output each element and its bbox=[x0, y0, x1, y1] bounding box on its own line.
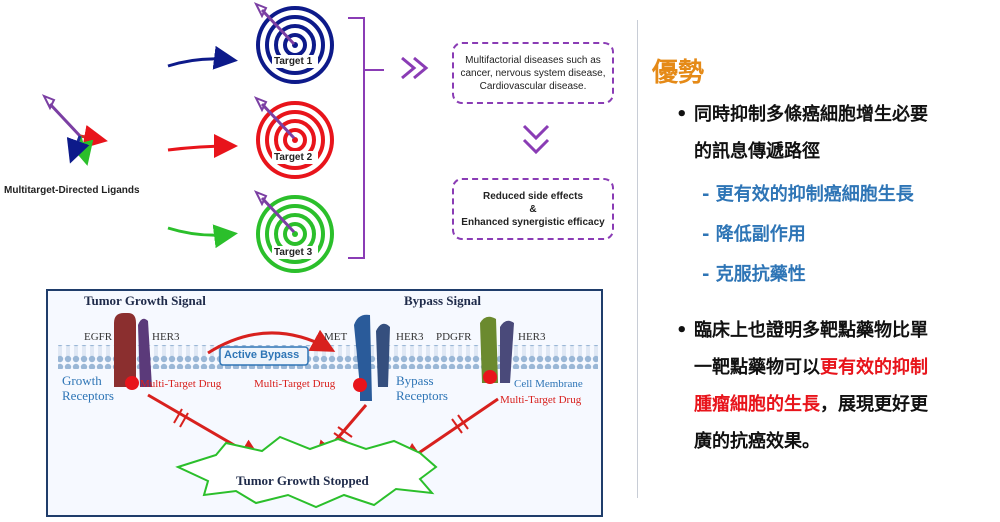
bullet-2-dot: • bbox=[676, 320, 688, 341]
diseases-line-3: Cardiovascular disease. bbox=[479, 80, 587, 92]
bullet-2-line-4: 廣的抗癌效果。 bbox=[694, 431, 820, 452]
subitem-3: - 克服抗藥性 bbox=[702, 264, 806, 285]
pdgfr-label: PDGFR bbox=[436, 331, 472, 343]
tumor-signal-label: Tumor Growth Signal bbox=[84, 293, 206, 308]
diseases-box: Multifactorial diseases such as cancer, … bbox=[452, 42, 614, 104]
pathway-panel: Tumor Growth Signal Bypass Signal EGFR H… bbox=[46, 289, 603, 517]
her3-label-a: HER3 bbox=[152, 331, 180, 343]
benefits-line-1: Reduced side effects bbox=[482, 190, 584, 202]
bypass-receptors-line-2: Receptors bbox=[396, 388, 448, 403]
double-chevron-right-icon bbox=[401, 56, 429, 80]
bullet-1-line-1: 同時抑制多條癌細胞增生必要 bbox=[694, 104, 928, 125]
ligand-target-diagram bbox=[41, 2, 550, 273]
targets-bracket bbox=[348, 17, 384, 259]
vertical-divider bbox=[637, 20, 638, 498]
target-2-label: Target 2 bbox=[274, 152, 313, 163]
bullet-2-line-2-a: 一靶點藥物可以 bbox=[694, 357, 820, 378]
bullet-2-line-1: 臨床上也證明多靶點藥物比單 bbox=[694, 320, 928, 341]
advantages-title: 優勢 bbox=[652, 58, 705, 88]
subitem-2: - 降低副作用 bbox=[702, 224, 806, 245]
active-bypass-box bbox=[219, 346, 309, 366]
benefits-box: Reduced side effects & Enhanced synergis… bbox=[452, 178, 614, 240]
her3-label-c: HER3 bbox=[518, 331, 546, 343]
target-2-bullseye bbox=[253, 96, 334, 179]
active-bypass-label: Active Bypass bbox=[224, 349, 300, 361]
benefits-line-3: Enhanced synergistic efficacy bbox=[461, 216, 605, 228]
met-receptor bbox=[354, 314, 390, 401]
bullet-2-line-3-b: ，展現更好更 bbox=[820, 394, 928, 415]
ligand-label: Multitarget-Directed Ligands bbox=[4, 185, 140, 196]
target-3-bullseye bbox=[253, 190, 334, 273]
bullet-2-line-2: 一靶點藥物可以更有效的抑制 bbox=[694, 349, 928, 386]
diseases-line-1: Multifactorial diseases such as bbox=[465, 54, 601, 66]
bypass-receptors-line-1: Bypass bbox=[396, 373, 434, 388]
drug-dot-3 bbox=[483, 370, 497, 384]
bullet-1-line-2: 的訊息傳遞路徑 bbox=[694, 141, 820, 162]
growth-receptors-line-1: Growth bbox=[62, 373, 102, 388]
pathway-graphic bbox=[58, 313, 598, 509]
bypass-receptors-label: Bypass Receptors bbox=[396, 373, 448, 403]
drug-dot-1 bbox=[125, 376, 139, 390]
arrow-to-target-1 bbox=[167, 45, 238, 70]
benefits-line-2: & bbox=[529, 203, 537, 215]
bullet-1-dot: • bbox=[676, 104, 688, 125]
tumor-stopped-label: Tumor Growth Stopped bbox=[236, 473, 369, 488]
egfr-receptor bbox=[114, 313, 152, 387]
growth-receptors-line-2: Receptors bbox=[62, 388, 114, 403]
cell-membrane-label: Cell Membrane bbox=[514, 378, 583, 390]
target-1-label: Target 1 bbox=[274, 56, 313, 67]
drug-label-a: Multi-Target Drug bbox=[140, 378, 222, 390]
her3-label-b: HER3 bbox=[396, 331, 424, 343]
double-chevron-down-icon bbox=[522, 124, 550, 155]
pdgfr-receptor bbox=[480, 316, 514, 383]
target-3-label: Target 3 bbox=[274, 247, 313, 258]
subitem-1: - 更有效的抑制癌細胞生長 bbox=[702, 184, 914, 205]
bypass-signal-label: Bypass Signal bbox=[404, 293, 481, 308]
bullet-2-line-3-a: 腫瘤細胞的生長 bbox=[694, 394, 820, 415]
tumor-stopped-starburst bbox=[175, 435, 438, 509]
met-label: MET bbox=[324, 331, 348, 343]
arrow-to-target-2 bbox=[167, 134, 238, 159]
egfr-label: EGFR bbox=[84, 331, 113, 343]
active-bypass-arrow bbox=[207, 329, 336, 355]
growth-receptors-label: Growth Receptors bbox=[62, 373, 114, 403]
drug-label-b: Multi-Target Drug bbox=[254, 378, 336, 390]
bullet-2-line-3: 腫瘤細胞的生長，展現更好更 bbox=[694, 386, 928, 423]
arrow-to-target-3 bbox=[167, 224, 238, 249]
ligand-icon bbox=[41, 94, 108, 166]
drug-label-c: Multi-Target Drug bbox=[500, 394, 582, 406]
diseases-line-2: cancer, nervous system disease, bbox=[460, 67, 606, 79]
bullet-2-line-2-b: 更有效的抑制 bbox=[820, 357, 928, 378]
target-1-bullseye bbox=[253, 2, 334, 84]
drug-dot-2 bbox=[353, 378, 367, 392]
